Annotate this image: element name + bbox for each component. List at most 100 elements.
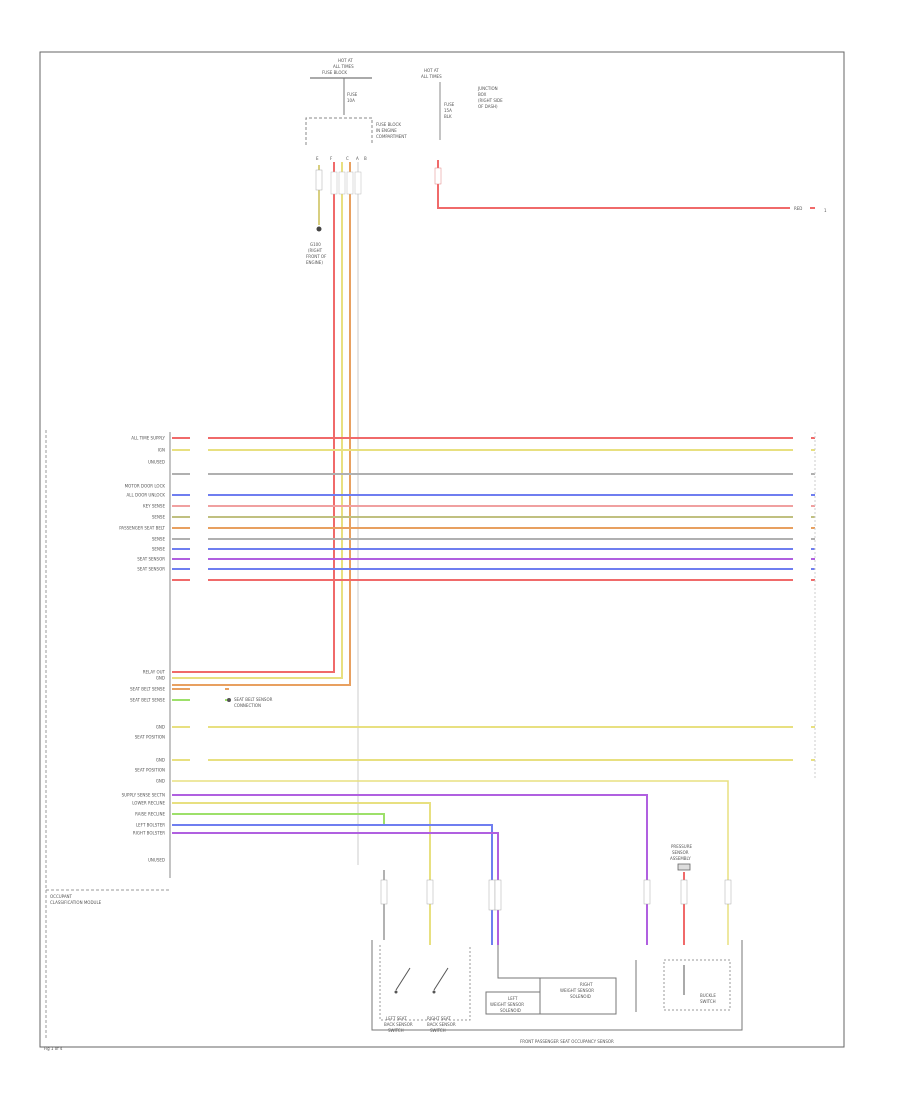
switch-contact [394, 990, 398, 994]
wire-color-tag [190, 492, 208, 498]
wire-green-lower [172, 813, 385, 825]
wire-color-tag [190, 447, 208, 453]
wire-color-tag [190, 686, 208, 692]
connector-pin-label: GND [156, 676, 165, 681]
wire-blue-lower [172, 824, 493, 945]
wire-color-tag [793, 546, 811, 552]
connector-pin-label: ALL TIME SUPPLY [131, 436, 165, 441]
fuse-left-line: 10A [347, 98, 355, 103]
wire-tag [643, 879, 651, 905]
connector-pin-label: SENSE [152, 537, 166, 542]
ground-label-line: ENGINE) [306, 260, 323, 265]
wire-yellow-right [172, 780, 729, 945]
red-tag: RED [794, 206, 802, 211]
center-sensor-wire [497, 945, 540, 979]
trunk-wires [172, 162, 362, 865]
connector-pin-label: GND [156, 758, 165, 763]
right-sensor-line: SWITCH [430, 1028, 446, 1033]
center-sensor-box [539, 977, 617, 1015]
trunk-tag [338, 171, 346, 195]
connector-pin-label: SEAT BELT SENSE [130, 687, 165, 692]
trunk-tag [330, 171, 338, 195]
connector-pin-label: ALL DOOR UNLOCK [127, 493, 166, 498]
red-feed-tag [434, 167, 442, 185]
fuse-left-label: FUSE 10A [347, 92, 358, 103]
splice-dot [227, 698, 231, 702]
connector-pin-label: RAISE RECLINE [135, 812, 165, 817]
wire-color-tag [190, 503, 208, 509]
center-sensor-line: WEIGHT SENSOR [560, 988, 594, 993]
wire-color-tag [793, 435, 811, 441]
right-seat-switch [433, 967, 449, 991]
fuse-block-desc-line: IN ENGINE [376, 128, 397, 133]
right-sensor-line: RIGHT SEAT [427, 1016, 451, 1021]
buckle-switch-line: BUCKLE [700, 993, 716, 998]
page-footer: Fig 1 of 4 [44, 1046, 63, 1051]
red-feed-wire [437, 160, 815, 209]
wire-tag [488, 879, 496, 911]
junction-label: JUNCTION BOX (RIGHT SIDE OF DASH) [477, 86, 503, 109]
center-sensor-line: RIGHT [580, 982, 593, 987]
connector-pin-label: GND [156, 725, 165, 730]
trunk-tag [346, 171, 354, 195]
fuse-block-label-line: HOT AT [338, 58, 353, 63]
buckle-switch-line: SWITCH [700, 999, 716, 1004]
right-sensor-line: BACK SENSOR [427, 1022, 456, 1027]
terminal-label: F [330, 156, 333, 161]
wire-violet [172, 794, 648, 945]
diagram-frame [39, 51, 845, 1048]
fuse-block-outline [305, 117, 373, 145]
connector-pin-label: SEAT SENSOR [137, 567, 165, 572]
connector-pin-label: UNUSED [148, 858, 165, 863]
sensor-wires [172, 780, 732, 945]
seatbelt-label-line: SEAT BELT SENSOR [234, 697, 273, 702]
terminal-label: A [356, 156, 359, 161]
wire-color-tag [190, 566, 208, 572]
ground-terminal [316, 226, 322, 232]
connector-pin-label: LOWER RECLINE [132, 801, 165, 806]
hot-right-line: ALL TIMES [421, 74, 442, 79]
wire-color-tag [190, 514, 208, 520]
wire-tag [724, 879, 732, 905]
pressure-label-line: SENSOR [672, 850, 689, 855]
center-sensor-line: SOLENOID [570, 994, 591, 999]
pressure-label-line: ASSEMBLY [670, 856, 691, 861]
connector-pin-label: KEY SENSE [143, 504, 165, 509]
weight-sensor-line: SOLENOID [500, 1008, 521, 1013]
ground-label-line: (RIGHT [308, 248, 323, 253]
ground-label: G100 (RIGHT FRONT OF ENGINE) [306, 242, 327, 265]
wire-color-tag [190, 577, 208, 583]
ground-label-line: FRONT OF [306, 254, 327, 259]
junction-line: JUNCTION [477, 86, 498, 91]
wire-color-tag [190, 556, 208, 562]
connector-pin-label: IGN [158, 448, 165, 453]
junction-line: OF DASH) [478, 104, 498, 109]
switch-contact [432, 990, 436, 994]
connector-pin-label: GND [156, 779, 165, 784]
wire-color-tag [190, 697, 208, 703]
fuse-block-desc-line: FUSE BLOCK [376, 122, 401, 127]
pressure-sensor-label: PRESSURE SENSOR ASSEMBLY [670, 844, 693, 861]
wire-color-tag [793, 492, 811, 498]
wire-color-tag [793, 577, 811, 583]
fuse-right-label: FUSE 15A BLK [444, 102, 455, 119]
wire-color-tag [793, 514, 811, 520]
sensor-assembly [371, 940, 743, 1031]
trunk-wire-orange [172, 162, 351, 686]
bottom-sensor-label: FRONT PASSENGER SEAT OCCUPANCY SENSOR [520, 1039, 614, 1044]
seatbelt-label: SEAT BELT SENSOR CONNECTION [234, 697, 273, 708]
fuse-terminal-labels: E F C A B [316, 156, 367, 161]
fuse-block-label-line: FUSE BLOCK [322, 70, 347, 75]
wire-color-tag [190, 546, 208, 552]
wire-color-tag [190, 536, 208, 542]
red-num: 1 [824, 208, 827, 213]
wire-color-tag [793, 536, 811, 542]
connector-pin-label: RIGHT BOLSTER [133, 831, 165, 836]
connector-pin-label: SENSE [152, 515, 166, 520]
terminal-label: E [316, 156, 319, 161]
wire-tag [494, 879, 502, 911]
wire-tag [380, 879, 388, 905]
weight-sensor-line: WEIGHT SENSOR [490, 1002, 524, 1007]
connector-pin-label: RELAY OUT [143, 670, 166, 675]
